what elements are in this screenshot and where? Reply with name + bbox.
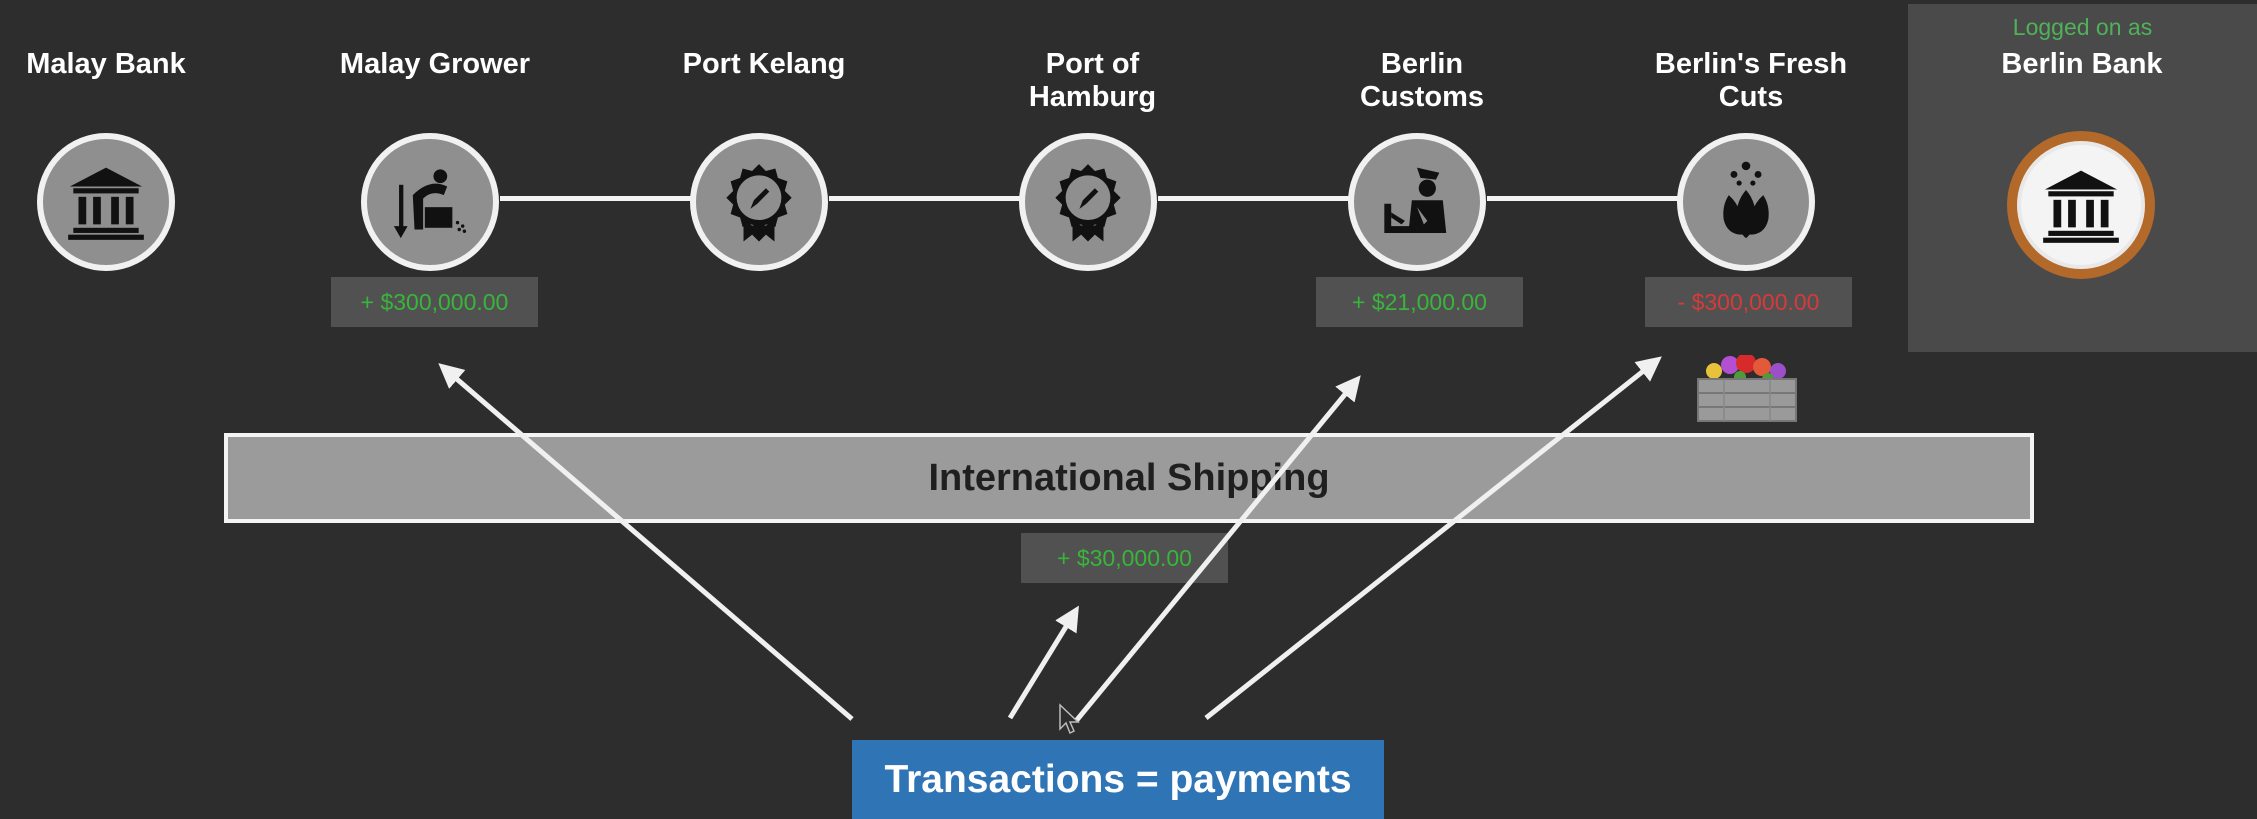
arrow-to-freshcuts bbox=[1204, 356, 1662, 720]
participant-name: Port of Hamburg bbox=[1005, 48, 1180, 114]
certificate-icon[interactable] bbox=[1019, 133, 1157, 271]
bank-icon[interactable] bbox=[2007, 131, 2155, 279]
transactions-callout: Transactions = payments bbox=[852, 740, 1384, 819]
participant-name: Berlin's Fresh Cuts bbox=[1631, 48, 1871, 114]
arrow-to-grower bbox=[438, 363, 854, 721]
connector-customs-freshcuts bbox=[1487, 196, 1687, 201]
participant-name: Port Kelang bbox=[682, 48, 846, 80]
participant-name-text: Port of Hamburg bbox=[1028, 48, 1157, 113]
mouse-pointer-icon bbox=[1059, 703, 1080, 735]
flower-crate-icon bbox=[1697, 355, 1797, 422]
connector-kelang-hamburg bbox=[829, 196, 1029, 201]
certificate-icon[interactable] bbox=[690, 133, 828, 271]
participant-name: Berlin Bank bbox=[2001, 48, 2163, 80]
participant-name-text: Berlin's Fresh Cuts bbox=[1654, 48, 1848, 113]
bank-icon[interactable] bbox=[37, 133, 175, 271]
participant-name-text: Berlin Customs bbox=[1359, 48, 1485, 113]
customs-amount-badge: + $21,000.00 bbox=[1316, 277, 1523, 327]
participant-name: Malay Grower bbox=[339, 48, 531, 80]
logged-on-caption: Logged on as bbox=[2012, 14, 2153, 40]
freshcuts-amount-badge: - $300,000.00 bbox=[1645, 277, 1852, 327]
callout-text: Transactions = payments bbox=[884, 757, 1352, 801]
grower-icon[interactable] bbox=[361, 133, 499, 271]
international-shipping-label: International Shipping bbox=[928, 456, 1330, 499]
participant-name: Malay Bank bbox=[26, 48, 186, 80]
tulip-icon[interactable] bbox=[1677, 133, 1815, 271]
connector-grower-kelang bbox=[500, 196, 700, 201]
international-shipping-bar[interactable]: International Shipping bbox=[224, 433, 2034, 523]
connector-hamburg-customs bbox=[1158, 196, 1358, 201]
grower-amount-badge: + $300,000.00 bbox=[331, 277, 538, 327]
shipping-amount-badge: + $30,000.00 bbox=[1021, 533, 1228, 583]
participant-name: Berlin Customs bbox=[1342, 48, 1502, 114]
customs-officer-icon[interactable] bbox=[1348, 133, 1486, 271]
